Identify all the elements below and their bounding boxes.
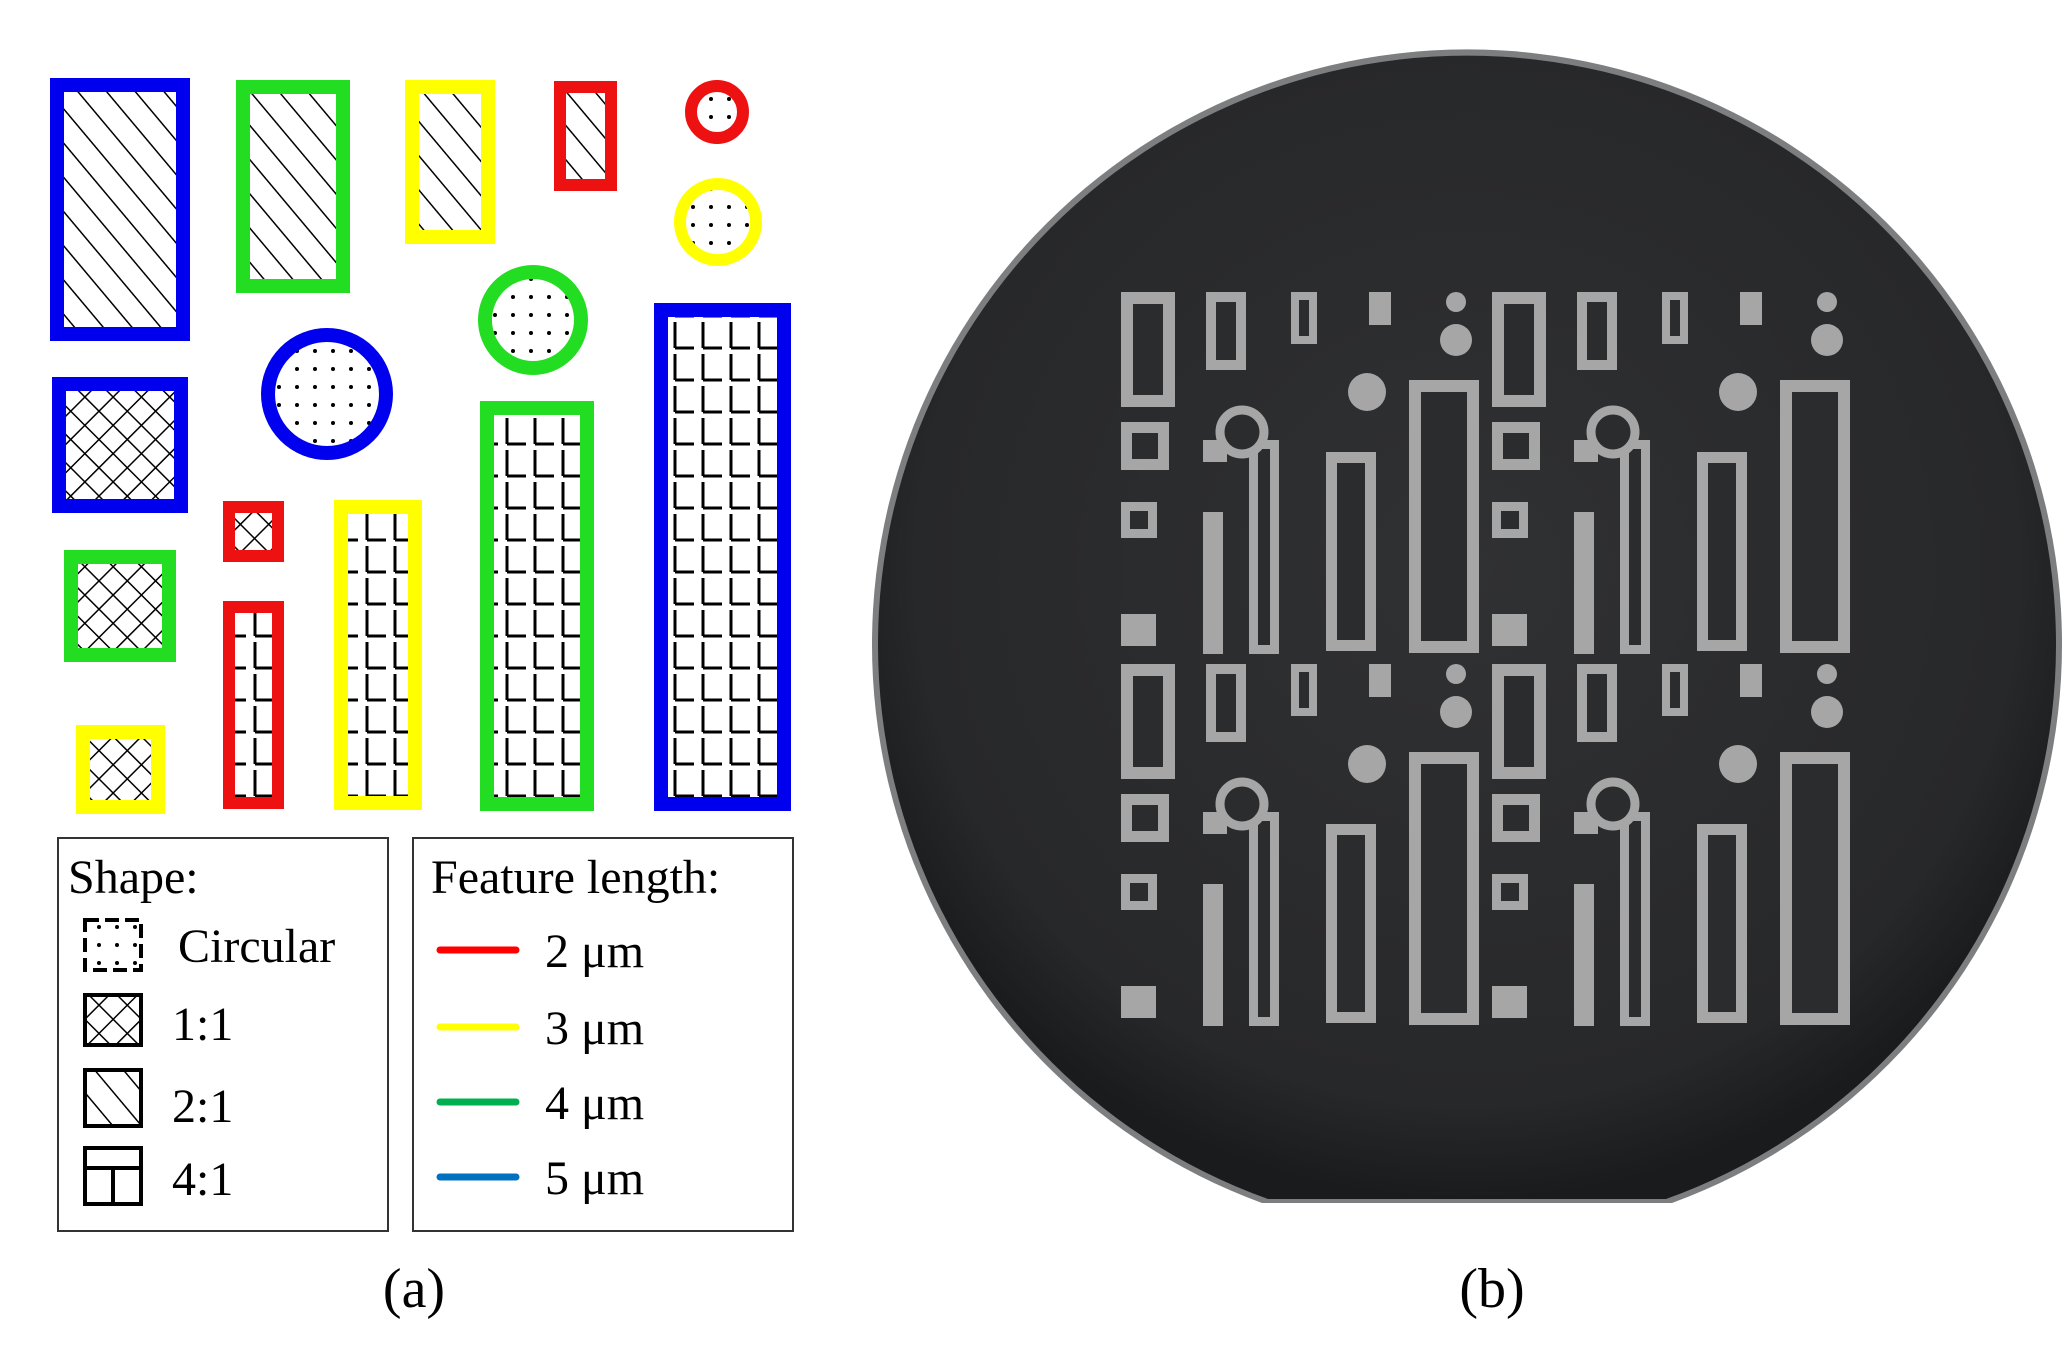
wafer-circle-feature <box>1719 373 1757 411</box>
wafer-rect-feature <box>1409 752 1479 1025</box>
green-2to1-rect <box>236 80 350 293</box>
length-legend-label-5um: 5 μm <box>545 1152 644 1205</box>
wafer-circle-feature <box>1817 292 1837 312</box>
wafer-photo <box>871 49 2062 1203</box>
red-circle <box>685 80 749 144</box>
green-circle <box>478 265 588 375</box>
wafer-circle-feature <box>1348 745 1386 783</box>
wafer-rect-feature <box>1121 874 1157 910</box>
wafer-feature-array <box>1121 292 1850 1026</box>
wafer-circle-feature <box>1811 696 1843 728</box>
grid-swatch <box>83 1146 143 1206</box>
length-legend-title: Feature length: <box>431 851 720 904</box>
wafer-rect-feature <box>1620 812 1650 1026</box>
wafer-rect-feature <box>1697 452 1747 651</box>
wafer-rect-feature <box>1492 664 1546 779</box>
blue-4to1-rect <box>654 303 791 811</box>
blue-circle <box>261 328 393 460</box>
wafer-rect-feature <box>1249 812 1279 1026</box>
length-legend-label-4um: 4 μm <box>545 1077 644 1130</box>
wafer-solid-feature <box>1492 614 1527 646</box>
wafer-circle-feature <box>1215 405 1269 459</box>
yellow-1to1-square <box>76 725 165 814</box>
wafer-rect-feature <box>1577 664 1617 742</box>
blue-2to1-rect <box>50 78 190 341</box>
wafer-rect-feature <box>1697 824 1747 1023</box>
wafer-rect-feature <box>1409 380 1479 653</box>
wafer-solid-feature <box>1574 884 1594 1026</box>
length-legend-box <box>412 837 794 1232</box>
blue-1to1-square <box>52 377 188 513</box>
wafer-rect-feature <box>1780 752 1850 1025</box>
panel-a-shapes <box>50 78 791 814</box>
red-4to1-rect <box>223 601 284 809</box>
wafer-rect-feature <box>1249 440 1279 654</box>
wafer-rect-feature <box>1121 422 1169 470</box>
panel-label-b: (b) <box>1459 1258 1524 1320</box>
wafer-solid-feature <box>1369 292 1391 325</box>
wafer-rect-feature <box>1326 824 1376 1023</box>
wafer-circle-feature <box>1440 324 1472 356</box>
wafer-rect-feature <box>1206 664 1246 742</box>
length-legend-label-3um: 3 μm <box>545 1002 644 1055</box>
wafer-rect-feature <box>1326 452 1376 651</box>
yellow-4to1-rect <box>334 500 422 810</box>
wafer-solid-feature <box>1369 664 1391 697</box>
shape-legend-label-2to1: 2:1 <box>172 1080 233 1133</box>
wafer-rect-feature <box>1780 380 1850 653</box>
wafer-rect-feature <box>1121 292 1175 407</box>
wafer-solid-feature <box>1203 884 1223 1026</box>
wafer-rect-feature <box>1577 292 1617 370</box>
wafer-rect-feature <box>1492 874 1528 910</box>
wafer-rect-feature <box>1492 794 1540 842</box>
wafer-rect-feature <box>1492 292 1546 407</box>
wafer-rect-feature <box>1291 664 1317 716</box>
wafer-solid-feature <box>1121 614 1156 646</box>
yellow-2to1-rect <box>405 80 495 244</box>
circular-swatch <box>83 918 143 972</box>
wafer-solid-feature <box>1740 292 1762 325</box>
red-2to1-rect <box>554 81 617 191</box>
diagonal-swatch <box>83 1068 143 1128</box>
wafer-circle-feature <box>1811 324 1843 356</box>
wafer-circle-feature <box>1348 373 1386 411</box>
wafer-solid-feature <box>1492 986 1527 1018</box>
wafer-rect-feature <box>1492 422 1540 470</box>
wafer-circle-feature <box>1719 745 1757 783</box>
wafer-circle-feature <box>1215 777 1269 831</box>
shape-legend-title: Shape: <box>68 851 199 904</box>
wafer-rect-feature <box>1662 292 1688 344</box>
yellow-circle <box>674 178 762 266</box>
wafer-rect-feature <box>1121 664 1175 779</box>
green-1to1-square <box>64 550 176 662</box>
wafer-rect-feature <box>1206 292 1246 370</box>
wafer-rect-feature <box>1492 502 1528 538</box>
square-swatch <box>83 993 143 1047</box>
wafer-circle-feature <box>1817 664 1837 684</box>
wafer-rect-feature <box>1620 440 1650 654</box>
wafer-circle-feature <box>1440 696 1472 728</box>
wafer-circle-feature <box>1586 405 1640 459</box>
shape-legend-label-4to1: 4:1 <box>172 1153 233 1206</box>
length-legend-label-2um: 2 μm <box>545 925 644 978</box>
green-4to1-rect <box>480 401 594 811</box>
wafer-circle-feature <box>1446 292 1466 312</box>
shape-legend-label-1to1: 1:1 <box>172 998 233 1051</box>
panel-label-a: (a) <box>383 1258 445 1320</box>
wafer-solid-feature <box>1203 512 1223 654</box>
red-1to1-square <box>223 501 284 562</box>
wafer-rect-feature <box>1662 664 1688 716</box>
wafer-rect-feature <box>1121 794 1169 842</box>
wafer-solid-feature <box>1574 512 1594 654</box>
length-legend: Feature length: 2 μm 3 μm 4 μm 5 μm <box>412 837 794 1232</box>
wafer-solid-feature <box>1740 664 1762 697</box>
wafer-circle-feature <box>1586 777 1640 831</box>
wafer-solid-feature <box>1121 986 1156 1018</box>
wafer-circle-feature <box>1446 664 1466 684</box>
shape-legend: Shape: Circular 1:1 2:1 4:1 <box>57 837 389 1232</box>
wafer-rect-feature <box>1291 292 1317 344</box>
wafer-rect-feature <box>1121 502 1157 538</box>
shape-legend-label-circular: Circular <box>178 920 335 973</box>
